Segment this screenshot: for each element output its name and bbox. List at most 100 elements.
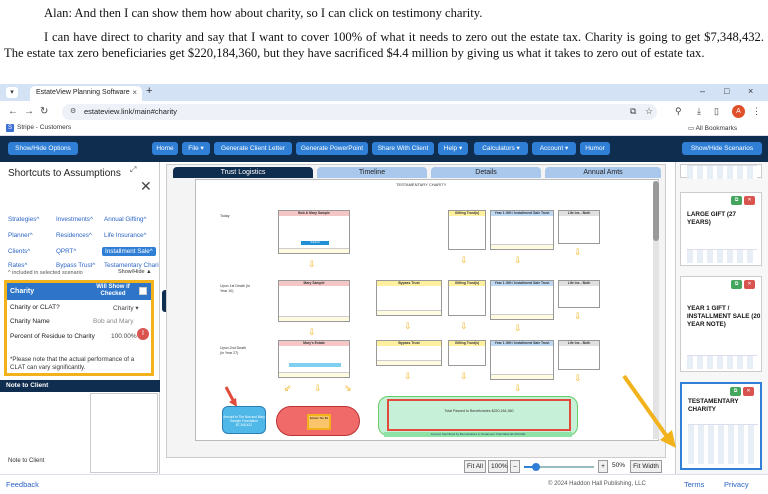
show-hide-options-button[interactable]: Show/Hide Options	[8, 142, 78, 155]
estate-tax-bubble[interactable]: Estate Tax $0	[276, 406, 360, 436]
tab-annual-amts[interactable]: Annual Amts	[545, 167, 661, 178]
calculators-menu-button[interactable]: Calculators ▾	[474, 142, 528, 155]
will-show-checkbox[interactable]	[139, 287, 147, 295]
close-panel-icon[interactable]: ✕	[140, 178, 152, 194]
shortcut-testamentary-charity[interactable]: Testamentary Chari	[104, 262, 159, 269]
box-bypass-trust-3[interactable]: Bypass Trust	[376, 340, 442, 366]
shortcut-rates[interactable]: Rates^	[8, 262, 28, 269]
bookmark-star-icon[interactable]: ☆	[645, 106, 654, 116]
shortcut-planner[interactable]: Planner^	[8, 232, 33, 239]
site-info-icon[interactable]: ⚙	[70, 108, 77, 115]
copy-icon[interactable]: ⧉	[730, 387, 741, 396]
beneficiaries-bubble[interactable]: Total Passed to Beneficiaries $220,184,3…	[378, 396, 578, 436]
shortcut-bypass-trust[interactable]: Bypass Trust^	[56, 262, 96, 269]
sidepanel-icon[interactable]: ▯	[714, 106, 719, 116]
percent-residue-label: Percent of Residue to Charity	[10, 333, 95, 340]
account-menu-button[interactable]: Account ▾	[532, 142, 576, 155]
box-life-insurance[interactable]: Life Ins - Both	[558, 210, 600, 244]
terms-link[interactable]: Terms	[684, 480, 705, 489]
new-tab-button[interactable]: +	[146, 85, 153, 97]
expand-icon[interactable]: ⤢	[130, 165, 137, 174]
profile-avatar[interactable]: A	[732, 105, 745, 118]
box-installment-sale-trust-2[interactable]: Year 1 Gift / Installment Sale Trust	[490, 280, 554, 320]
share-with-client-button[interactable]: Share With Client	[372, 142, 434, 155]
charity-amount-bubble[interactable]: Amount to The Bob and Mary Sample Founda…	[222, 406, 266, 434]
zoom-out-button[interactable]: –	[510, 460, 520, 473]
show-hide-toggle[interactable]: Show/Hide ▲	[118, 269, 152, 275]
zoom-in-button[interactable]: +	[598, 460, 608, 473]
zoom-100-button[interactable]: 100%	[488, 460, 508, 473]
forward-icon[interactable]: →	[24, 106, 34, 117]
generate-powerpoint-button[interactable]: Generate PowerPoint	[296, 142, 368, 155]
zoom-slider[interactable]	[524, 462, 594, 472]
show-hide-scenarios-button[interactable]: Show/Hide Scenarios	[682, 142, 762, 155]
privacy-link[interactable]: Privacy	[724, 480, 749, 489]
box-gifting-trust-3[interactable]: Gifting Trust(s)	[448, 340, 486, 366]
box-life-insurance-3[interactable]: Life Ins - Both	[558, 340, 600, 370]
browser-tab[interactable]: EstateView Planning Software ×	[30, 86, 142, 101]
delete-icon[interactable]: ✕	[744, 280, 755, 289]
note-to-client-textarea[interactable]	[90, 393, 158, 473]
copy-icon[interactable]: ⧉	[731, 196, 742, 205]
browser-window: ▾ EstateView Planning Software × + – □ ×…	[0, 84, 768, 494]
scroll-thumb[interactable]	[653, 181, 659, 241]
shortcut-qprt[interactable]: QPRT^	[56, 248, 77, 255]
charity-or-clat-select[interactable]: Charity ▾	[113, 305, 139, 312]
box-life-insurance-2[interactable]: Life Ins - Both	[558, 280, 600, 308]
fit-all-button[interactable]: Fit All	[464, 460, 486, 473]
home-button[interactable]: Home	[152, 142, 178, 155]
box-marys-estate[interactable]: Mary's Estate	[278, 340, 350, 378]
url-field[interactable]: ⚙ estateview.link/main#charity	[62, 104, 657, 120]
shortcut-investments[interactable]: Investments^	[56, 216, 93, 223]
tab-close-icon[interactable]: ×	[132, 88, 137, 97]
generate-client-letter-button[interactable]: Generate Client Letter	[214, 142, 292, 155]
sublimit-button[interactable]: Sublimit	[301, 241, 329, 245]
tab-trust-logistics[interactable]: Trust Logistics	[173, 167, 313, 178]
back-icon[interactable]: ←	[8, 106, 18, 117]
maximize-icon[interactable]: □	[724, 86, 730, 96]
help-menu-button[interactable]: Help ▾	[438, 142, 468, 155]
scenario-testamentary-charity[interactable]: ⧉✕ TESTAMENTARY CHARITY	[680, 382, 762, 470]
copy-icon[interactable]: ⧉	[731, 280, 742, 289]
box-gifting-trust-2[interactable]: Gifting Trust(s)	[448, 280, 486, 316]
scenario-card-top[interactable]	[680, 164, 762, 179]
shortcut-clients[interactable]: Clients^	[8, 248, 31, 255]
scenario-actions: ⧉✕	[729, 196, 755, 205]
scenario-large-gift[interactable]: ⧉✕ LARGE GIFT (27 YEARS)	[680, 192, 762, 266]
box-bob-mary[interactable]: Bob & Mary Sample Sublimit	[278, 210, 350, 254]
diagram-scrollbar[interactable]	[653, 181, 659, 439]
fit-width-button[interactable]: Fit Width	[630, 460, 662, 473]
box-mary-sample[interactable]: Mary Sample	[278, 280, 350, 322]
delete-icon[interactable]: ✕	[744, 196, 755, 205]
tab-details[interactable]: Details	[431, 167, 541, 178]
extensions-icon[interactable]: ⚲	[675, 106, 682, 116]
percent-residue-input[interactable]: 100.00%	[111, 333, 137, 340]
delete-icon[interactable]: ✕	[743, 387, 754, 396]
tab-timeline[interactable]: Timeline	[317, 167, 427, 178]
box-bypass-trust[interactable]: Bypass Trust	[376, 280, 442, 316]
shortcut-installment-sale[interactable]: Installment Sale^	[102, 247, 156, 256]
tab-menu-icon[interactable]: ▾	[6, 87, 18, 98]
charity-name-input[interactable]: Bob and Mary	[93, 318, 134, 325]
all-bookmarks[interactable]: ▭ All Bookmarks	[688, 124, 737, 132]
file-menu-button[interactable]: File ▾	[182, 142, 210, 155]
box-gifting-trust[interactable]: Gifting Trust(s)	[448, 210, 486, 250]
humor-button[interactable]: Humor	[580, 142, 610, 155]
shortcut-annual-gifting[interactable]: Annual Gifting^	[104, 216, 147, 223]
scenario-installment-sale[interactable]: ⧉✕ YEAR 1 GIFT / INSTALLMENT SALE (20 YE…	[680, 276, 762, 372]
download-icon[interactable]: ⤓	[697, 106, 701, 116]
shortcut-strategies[interactable]: Strategies^	[8, 216, 40, 223]
shortcut-residences[interactable]: Residences^	[56, 232, 92, 239]
window-close-icon[interactable]: ×	[748, 86, 754, 96]
box-installment-sale-trust[interactable]: Year 1 Gift / Installment Sale Trust	[490, 210, 554, 250]
reload-icon[interactable]: ↻	[40, 106, 49, 117]
box-installment-sale-trust-3[interactable]: Year 1 Gift / Installment Sale Trust	[490, 340, 554, 380]
translate-icon[interactable]: ⧉	[630, 106, 637, 116]
browser-menu-icon[interactable]: ⋮	[752, 106, 761, 116]
estateview-app: Show/Hide Options Home File ▾ Generate C…	[0, 136, 768, 494]
feedback-link[interactable]: Feedback	[6, 480, 39, 489]
diagram-canvas[interactable]: TESTAMENTARY CHARITY Today Upon 1st Deat…	[195, 179, 659, 441]
minimize-icon[interactable]: –	[700, 86, 706, 96]
shortcut-life-insurance[interactable]: Life Insurance^	[104, 232, 147, 239]
